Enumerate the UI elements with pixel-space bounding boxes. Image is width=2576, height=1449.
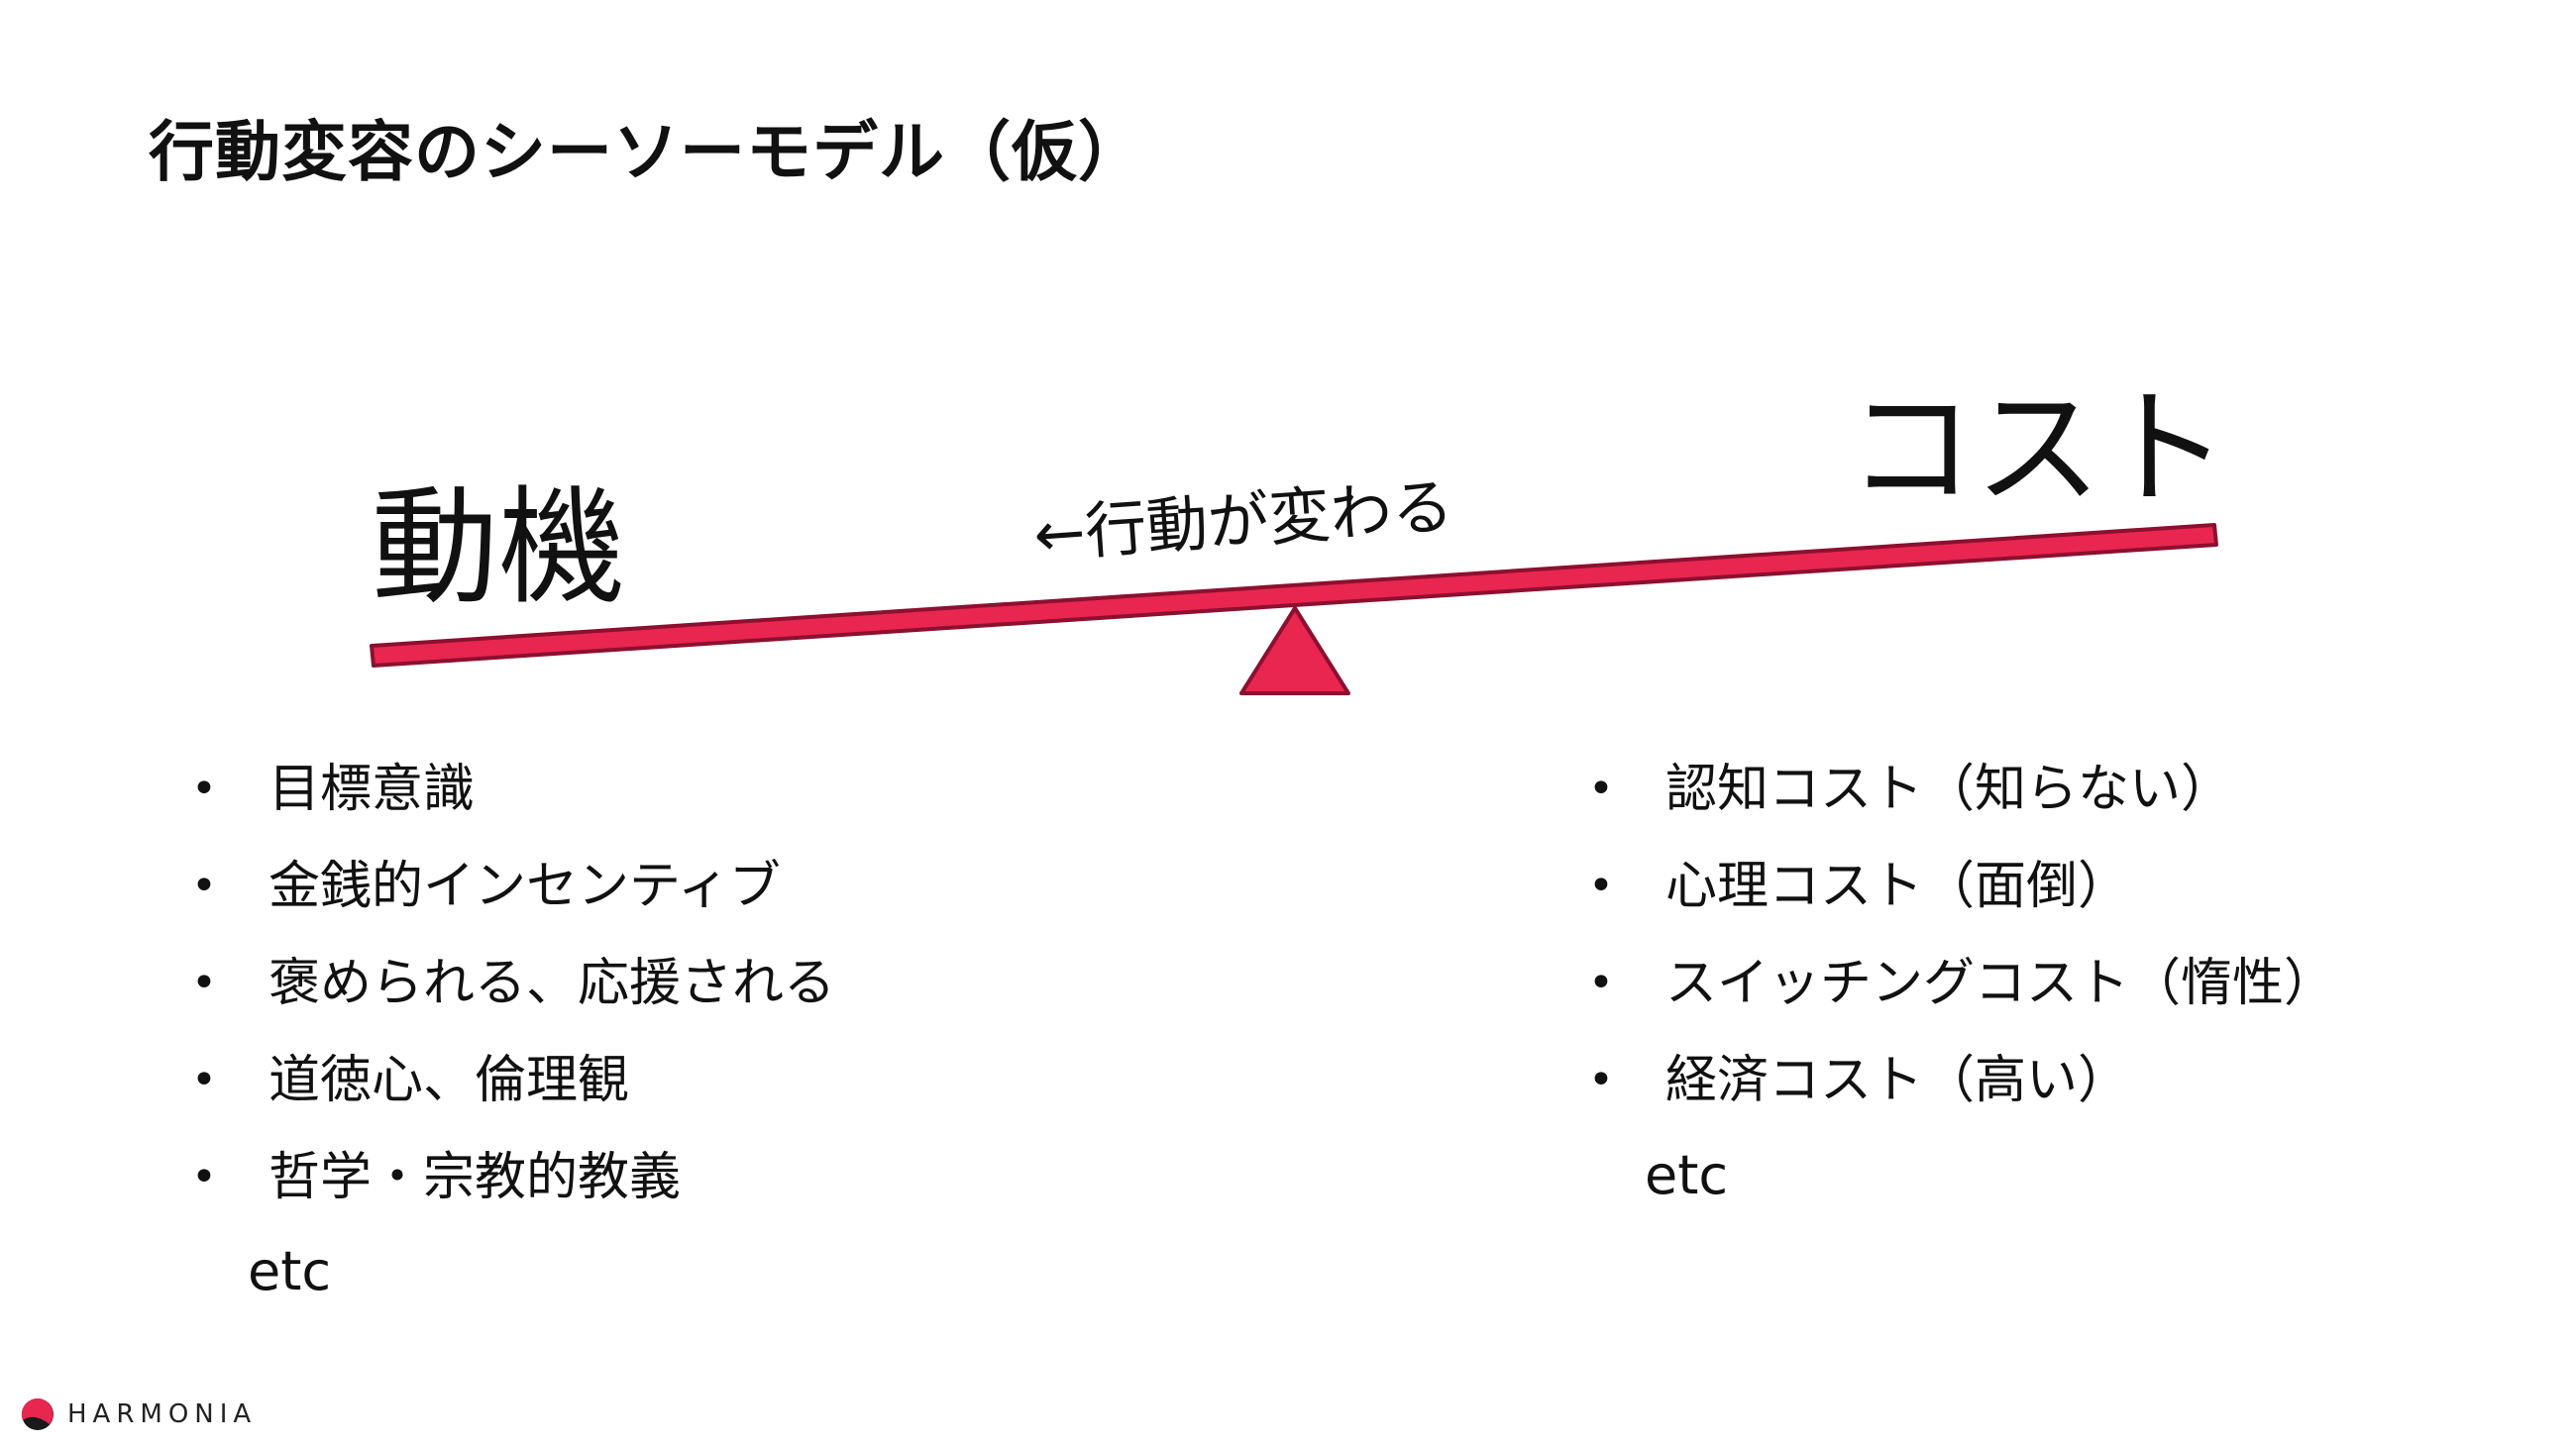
list-item: 褒められる、応援される — [191, 935, 835, 1032]
list-item: 道徳心、倫理観 — [191, 1032, 835, 1129]
cost-label: コスト — [1848, 375, 2229, 523]
harmonia-logo-icon — [21, 1397, 54, 1430]
list-item: 目標意識 — [191, 741, 835, 838]
motivation-etc: etc — [248, 1240, 332, 1302]
list-item: 金銭的インセンティブ — [191, 838, 835, 935]
cost-etc: etc — [1645, 1144, 1729, 1206]
motivation-list: 目標意識 金銭的インセンティブ 褒められる、応援される 道徳心、倫理観 哲学・宗… — [191, 741, 835, 1226]
list-item: 経済コスト（高い） — [1588, 1032, 2335, 1129]
seesaw-beam — [370, 523, 2218, 668]
list-item: 哲学・宗教的教義 — [191, 1129, 835, 1226]
seesaw-fulcrum — [1239, 606, 1350, 695]
slide-title: 行動変容のシーソーモデル（仮） — [149, 114, 1144, 190]
list-item: 心理コスト（面倒） — [1588, 838, 2335, 935]
logo-mark-wedge — [21, 1397, 54, 1424]
cost-list: 認知コスト（知らない） 心理コスト（面倒） スイッチングコスト（惰性） 経済コス… — [1588, 741, 2335, 1129]
harmonia-logo: HARMONIA — [20, 1395, 257, 1434]
motivation-label: 動機 — [372, 474, 626, 622]
list-item: スイッチングコスト（惰性） — [1588, 935, 2335, 1032]
logo-text: HARMONIA — [67, 1399, 258, 1429]
list-item: 認知コスト（知らない） — [1588, 741, 2335, 838]
